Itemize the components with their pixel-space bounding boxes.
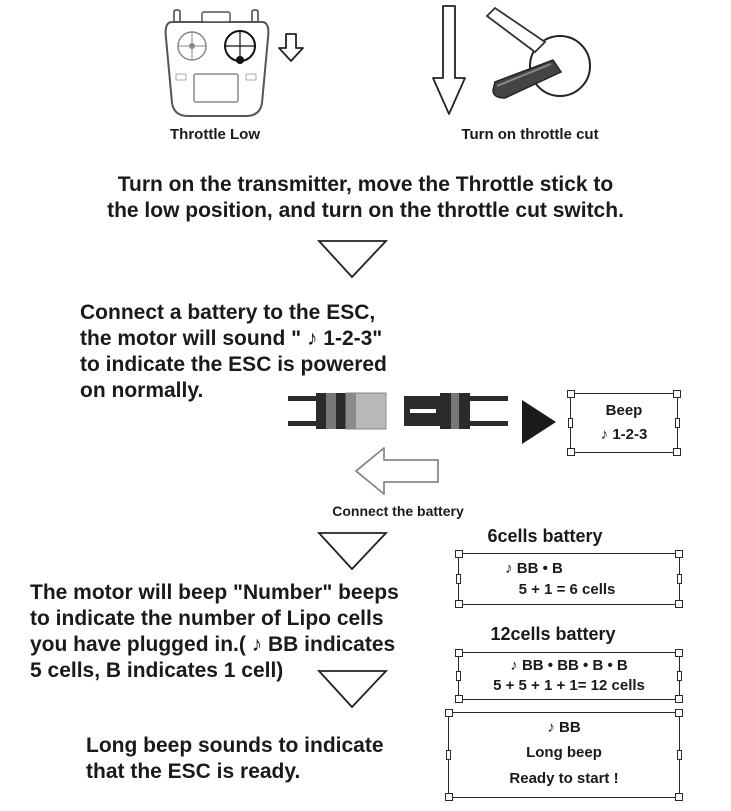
left-arrow-icon bbox=[355, 447, 439, 495]
beep-box-line-2: ♪ 1-2-3 bbox=[600, 426, 648, 443]
throttle-low-caption: Throttle Low bbox=[170, 126, 260, 143]
step2-line-1: Connect a battery to the ESC, bbox=[80, 301, 376, 324]
step2-instruction: Connect a battery to the ESC, the motor … bbox=[80, 300, 387, 404]
throttle-cut-caption: Turn on throttle cut bbox=[461, 126, 599, 143]
step3-line-1: The motor will beep "Number" beeps bbox=[30, 581, 399, 604]
step3-instruction: The motor will beep "Number" beeps to in… bbox=[30, 580, 399, 684]
step2-line-4: on normally. bbox=[80, 379, 204, 402]
step3-line-3: you have plugged in.( ♪ BB indicates bbox=[30, 633, 396, 656]
step1-line-1: Turn on the transmitter, move the Thrott… bbox=[117, 173, 614, 196]
step1-instruction: Turn on the transmitter, move the Thrott… bbox=[0, 172, 731, 224]
down-triangle-icon bbox=[316, 670, 389, 709]
step3-line-4: 5 cells, B indicates 1 cell) bbox=[30, 659, 284, 682]
step4-instruction: Long beep sounds to indicate that the ES… bbox=[86, 733, 384, 785]
step2-line-2: the motor will sound " ♪ 1-2-3" bbox=[80, 327, 383, 350]
six-cells-heading: 6cells battery bbox=[487, 526, 603, 546]
twelve-cells-line-1: ♪ BB • BB • B • B bbox=[510, 657, 628, 674]
beep-box-line-1: Beep bbox=[605, 402, 643, 419]
transmitter-icon bbox=[164, 9, 304, 117]
ready-box: ♪ BB Long beep Ready to start ! bbox=[445, 709, 683, 801]
throttle-cut-switch-icon bbox=[432, 5, 591, 115]
battery-connector-icon bbox=[288, 392, 508, 430]
transmitter-illustration bbox=[162, 8, 312, 120]
step3-line-2: to indicate the number of Lipo cells bbox=[30, 607, 384, 630]
ready-box-line-3: Ready to start ! bbox=[509, 770, 619, 787]
throttle-cut-illustration bbox=[432, 2, 595, 120]
twelve-cells-heading: 12cells battery bbox=[490, 624, 616, 644]
twelve-cells-box: ♪ BB • BB • B • B 5 + 5 + 1 + 1= 12 cell… bbox=[455, 649, 683, 703]
ready-box-line-2: Long beep bbox=[526, 744, 602, 761]
step4-line-1: Long beep sounds to indicate bbox=[86, 734, 384, 757]
step4-line-2: that the ESC is ready. bbox=[86, 760, 301, 783]
six-cells-line-1: ♪ BB • B bbox=[505, 560, 563, 577]
six-cells-line-2: 5 + 1 = 6 cells bbox=[518, 581, 616, 598]
step1-line-2: the low position, and turn on the thrott… bbox=[107, 199, 624, 222]
six-cells-box: ♪ BB • B 5 + 1 = 6 cells bbox=[455, 550, 683, 608]
step2-line-3: to indicate the ESC is powered bbox=[80, 353, 387, 376]
beep-123-box: Beep ♪ 1-2-3 bbox=[567, 390, 681, 456]
connect-battery-caption: Connect the battery bbox=[332, 503, 464, 519]
play-triangle-icon bbox=[522, 400, 556, 444]
down-triangle-icon bbox=[316, 240, 389, 279]
twelve-cells-line-2: 5 + 5 + 1 + 1= 12 cells bbox=[493, 677, 645, 694]
down-triangle-icon bbox=[316, 532, 389, 571]
ready-box-line-1: ♪ BB bbox=[547, 719, 581, 736]
